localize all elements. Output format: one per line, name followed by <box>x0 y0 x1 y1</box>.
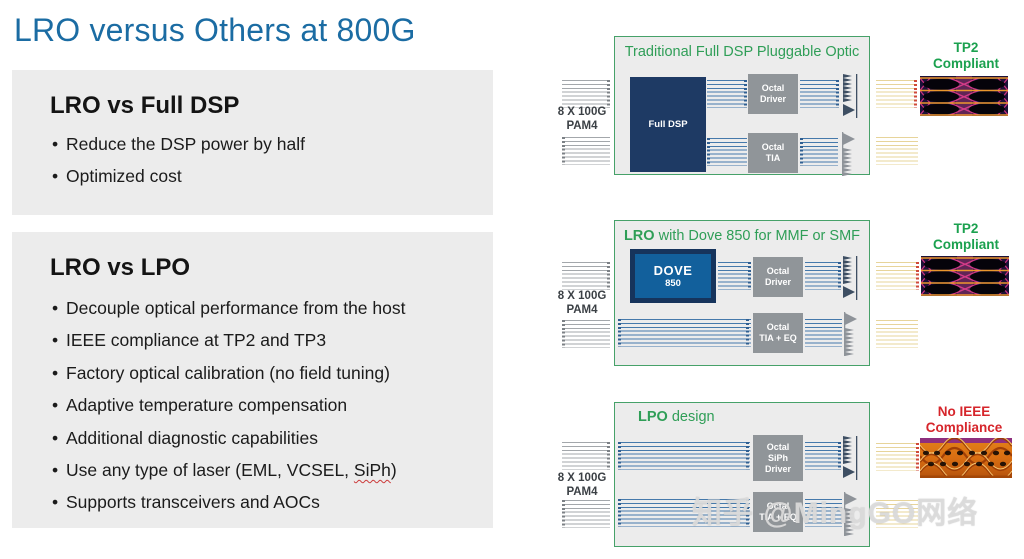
arrowheads <box>838 442 841 470</box>
bullet-item: Adaptive temperature compensation <box>52 389 483 421</box>
eye-diagram-open <box>920 76 1008 116</box>
fiber-lanes-tx <box>876 262 918 290</box>
lane-group-tx <box>805 442 840 470</box>
panel-heading: LRO vs Full DSP <box>50 92 240 119</box>
octal-tia-eq-block: Octal TIA + EQ <box>753 313 803 353</box>
photodiode-array-icon <box>844 312 857 356</box>
lane-group-tx <box>800 80 838 108</box>
fiber-lanes-tx <box>876 443 918 471</box>
host-output-lanes <box>562 320 610 348</box>
compliance-label: TP2 Compliant <box>933 221 999 252</box>
panel-heading: LRO vs LPO <box>50 254 191 281</box>
arrowheads <box>800 138 803 166</box>
panel-lro-vs-full-dsp: LRO vs Full DSP Reduce the DSP power by … <box>12 70 493 215</box>
bullet-item: IEEE compliance at TP2 and TP3 <box>52 324 483 356</box>
bullet-list: Reduce the DSP power by half Optimized c… <box>52 128 483 193</box>
arrowheads <box>562 320 565 348</box>
eye-diagram-closed <box>920 438 1012 478</box>
arrowheads <box>836 80 839 108</box>
host-input-lanes <box>562 442 610 470</box>
compliance-label: No IEEE Compliance <box>925 404 1003 435</box>
arrowheads <box>562 137 565 165</box>
arrowheads <box>607 80 610 108</box>
fiber-lanes-rx <box>876 500 918 528</box>
photodiode-array-icon <box>842 132 855 176</box>
bullet-item: Reduce the DSP power by half <box>52 128 483 160</box>
arrowheads <box>707 138 710 166</box>
lane-group-tx <box>618 442 750 470</box>
octal-siph-driver-block: Octal SiPh Driver <box>753 435 803 481</box>
arrowheads <box>618 442 621 470</box>
diagram-title: LPO design <box>638 409 715 425</box>
arrowheads <box>618 499 621 527</box>
fiber-lanes-tx <box>876 80 916 108</box>
arrowheads <box>744 80 747 108</box>
full-dsp-chip: Full DSP <box>630 77 706 172</box>
arrowheads <box>838 262 841 290</box>
host-input-lanes <box>562 262 610 290</box>
lane-group-rx <box>805 499 842 527</box>
input-label: 8 X 100G PAM4 <box>557 290 607 316</box>
laser-array-icon <box>843 74 858 118</box>
page-title: LRO versus Others at 800G <box>14 12 416 48</box>
lane-group-tx <box>805 262 840 290</box>
lane-group-rx <box>805 319 842 347</box>
bullet-item: Optimized cost <box>52 160 483 192</box>
arrowheads <box>607 442 610 470</box>
arrowheads <box>748 262 751 290</box>
bullet-list: Decouple optical performance from the ho… <box>52 292 483 519</box>
diagram-title: LRO with Dove 850 for MMF or SMF <box>623 228 861 244</box>
fiber-lanes-rx <box>876 137 918 165</box>
input-label: 8 X 100G PAM4 <box>557 106 607 132</box>
arrowheads <box>618 319 621 347</box>
bullet-item: Factory optical calibration (no field tu… <box>52 357 483 389</box>
host-output-lanes <box>562 137 610 165</box>
octal-tia-eq-block: Octal TIA + EQ <box>753 492 803 532</box>
panel-lro-vs-lpo: LRO vs LPO Decouple optical performance … <box>12 232 493 528</box>
arrowheads <box>916 262 919 290</box>
host-input-lanes <box>562 80 610 108</box>
diagram-title: Traditional Full DSP Pluggable Optic <box>624 44 860 60</box>
octal-driver-block: Octal Driver <box>748 74 798 114</box>
lane-group-tx <box>707 80 747 108</box>
arrowheads <box>746 499 749 527</box>
arrowheads <box>562 500 565 528</box>
lane-group-rx <box>707 138 747 166</box>
lane-group-rx <box>618 499 750 527</box>
laser-array-icon <box>843 256 858 300</box>
input-label: 8 X 100G PAM4 <box>557 472 607 498</box>
arrowheads <box>746 442 749 470</box>
watermark: 知乎 @MingGO网络 <box>692 497 979 530</box>
eye-diagram-open <box>921 256 1009 296</box>
arrowheads <box>746 319 749 347</box>
bullet-item: Use any type of laser (EML, VCSEL, SiPh) <box>52 454 483 486</box>
octal-tia-block: Octal TIA <box>748 133 798 173</box>
arrowheads <box>607 262 610 290</box>
lane-group-rx <box>618 319 751 347</box>
host-output-lanes <box>562 500 610 528</box>
bullet-item: Additional diagnostic capabilities <box>52 422 483 454</box>
fiber-lanes-rx <box>876 320 918 348</box>
dove-850-chip: DOVE 850 <box>630 249 716 303</box>
lane-group-tx <box>718 262 751 290</box>
laser-array-icon <box>843 436 858 480</box>
arrowheads <box>916 443 919 471</box>
bullet-item: Supports transceivers and AOCs <box>52 486 483 518</box>
arrowheads <box>914 80 917 108</box>
lane-group-rx <box>800 138 838 166</box>
photodiode-array-icon <box>844 492 857 536</box>
compliance-label: TP2 Compliant <box>933 40 999 71</box>
octal-driver-block: Octal Driver <box>753 257 803 297</box>
bullet-item: Decouple optical performance from the ho… <box>52 292 483 324</box>
siph-spellcheck-text: SiPh <box>353 460 391 481</box>
